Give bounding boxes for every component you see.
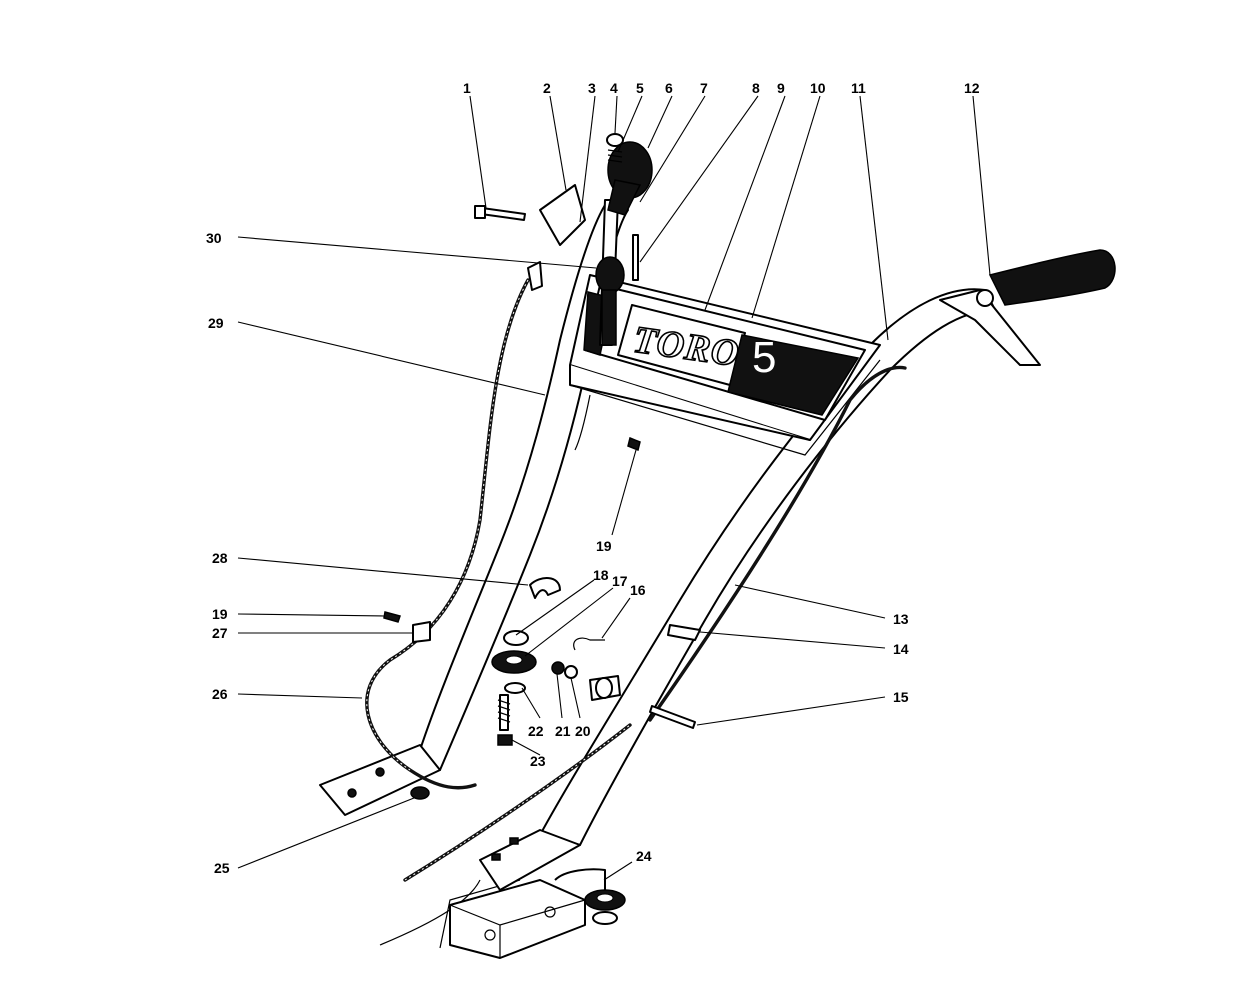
callout-4: 4 <box>610 80 618 96</box>
callout-19-left: 19 <box>212 606 228 622</box>
callout-12: 12 <box>964 80 980 96</box>
callout-6: 6 <box>665 80 673 96</box>
callout-1: 1 <box>463 80 471 96</box>
callout-21: 21 <box>555 723 571 739</box>
hardware <box>383 436 701 925</box>
callout-14: 14 <box>893 641 909 657</box>
callout-25: 25 <box>214 860 230 876</box>
callout-26: 26 <box>212 686 228 702</box>
callout-16: 16 <box>630 582 646 598</box>
handle-grip-right <box>988 249 1116 306</box>
callout-30: 30 <box>206 230 222 246</box>
callout-2: 2 <box>543 80 551 96</box>
callout-23: 23 <box>530 753 546 769</box>
leader-lines <box>237 95 991 881</box>
callout-28: 28 <box>212 550 228 566</box>
decal-model-text: 5 <box>752 333 776 382</box>
callout-15: 15 <box>893 689 909 705</box>
callout-numbers: 1 2 3 4 5 6 7 8 9 10 11 12 13 14 15 16 1… <box>206 80 980 876</box>
callout-29: 29 <box>208 315 224 331</box>
callout-13: 13 <box>893 611 909 627</box>
callout-5: 5 <box>636 80 644 96</box>
callout-7: 7 <box>700 80 708 96</box>
control-panel: TORO 5 <box>569 274 881 456</box>
callout-18: 18 <box>593 567 609 583</box>
callout-17: 17 <box>612 573 628 589</box>
chassis-housing <box>379 879 586 959</box>
callout-22: 22 <box>528 723 544 739</box>
callout-9: 9 <box>777 80 785 96</box>
callout-19-upper: 19 <box>596 538 612 554</box>
callout-10: 10 <box>810 80 826 96</box>
callout-8: 8 <box>752 80 760 96</box>
callout-20: 20 <box>575 723 591 739</box>
callout-27: 27 <box>212 625 228 641</box>
callout-24: 24 <box>636 848 652 864</box>
control-levers <box>474 133 653 346</box>
callout-3: 3 <box>588 80 596 96</box>
callout-11: 11 <box>851 80 866 96</box>
